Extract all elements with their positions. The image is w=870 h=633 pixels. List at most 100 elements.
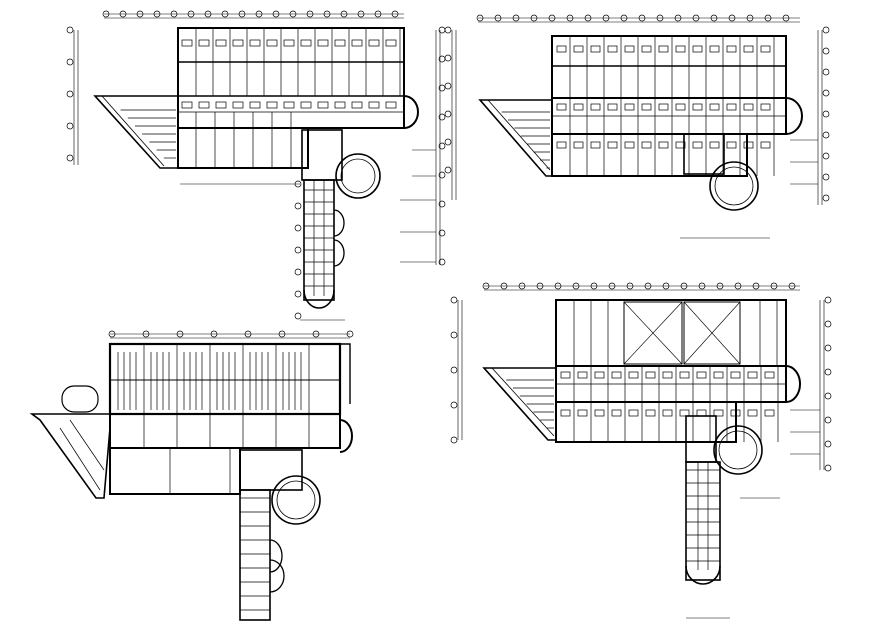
room-fixture (232, 101, 244, 109)
room-fixture (590, 141, 601, 149)
room-fixture (692, 45, 703, 53)
plan-top-right (444, 14, 830, 239)
room-fixture (556, 103, 567, 111)
room-fixture (713, 409, 724, 417)
grid-bubble (391, 10, 399, 18)
room-fixture (611, 371, 622, 379)
grid-bubble (294, 180, 302, 188)
grid-bubble (710, 14, 718, 22)
grid-bubble (187, 10, 195, 18)
room-fixture (232, 39, 244, 47)
room-fixture (215, 101, 227, 109)
room-fixture (283, 39, 295, 47)
room-fixture (726, 45, 737, 53)
room-fixture (692, 103, 703, 111)
room-fixture (760, 103, 771, 111)
grid-bubble (444, 138, 452, 146)
room-fixture (726, 141, 737, 149)
room-fixture (283, 101, 295, 109)
grid-bubble (312, 330, 320, 338)
room-fixture (181, 101, 193, 109)
room-fixture (368, 39, 380, 47)
plan-bottom-left (29, 330, 354, 621)
grid-bubble (822, 131, 830, 139)
room-fixture (611, 409, 622, 417)
grid-bubble (238, 10, 246, 18)
grid-bubble (438, 258, 446, 266)
room-fixture (641, 45, 652, 53)
room-fixture (573, 141, 584, 149)
grid-bubbles (450, 282, 832, 472)
grid-bubble (444, 54, 452, 62)
room-fixture (641, 141, 652, 149)
room-fixture (266, 101, 278, 109)
walls (29, 342, 353, 621)
grid-bubble (119, 10, 127, 18)
room-fixture (675, 103, 686, 111)
grid-bubble (306, 10, 314, 18)
room-fixture (334, 101, 346, 109)
grid-bubble (450, 436, 458, 444)
grid-bubble (518, 282, 526, 290)
room-fixture (624, 45, 635, 53)
room-fixture (709, 141, 720, 149)
room-fixture (760, 45, 771, 53)
grid-bubble (438, 113, 446, 121)
grid-bubble (680, 282, 688, 290)
room-fixture (215, 39, 227, 47)
room-fixture (560, 371, 571, 379)
grid-bubble (824, 368, 832, 376)
grid-bubble (108, 330, 116, 338)
room-fixture (317, 101, 329, 109)
room-fixture (607, 45, 618, 53)
grid-bubble (102, 10, 110, 18)
room-fixture (266, 39, 278, 47)
grid-bubble (698, 282, 706, 290)
room-fixture (628, 371, 639, 379)
grid-bubble (438, 142, 446, 150)
room-fixture (726, 103, 737, 111)
grid-bubble (323, 10, 331, 18)
room-fixture (696, 371, 707, 379)
grid-bubble (210, 330, 218, 338)
grid-bubble (346, 330, 354, 338)
room-fixture (560, 409, 571, 417)
wedge-hatch (59, 427, 101, 491)
room-fixture (198, 39, 210, 47)
room-fixture (747, 371, 758, 379)
grid-bubble (548, 14, 556, 22)
grid-bubble (221, 10, 229, 18)
grid-bubble (142, 330, 150, 338)
grid-bubble (822, 68, 830, 76)
room-fixture (573, 45, 584, 53)
room-fixture (351, 39, 363, 47)
room-fixture (645, 409, 656, 417)
grid-bubble (444, 110, 452, 118)
room-fixture (692, 141, 703, 149)
grid-bubble (170, 10, 178, 18)
grid-bubble (438, 171, 446, 179)
grid-bubble (444, 82, 452, 90)
grid-bubble (438, 229, 446, 237)
room-fixture (675, 141, 686, 149)
grid-bubble (620, 14, 628, 22)
room-fixture (709, 103, 720, 111)
room-fixture (624, 103, 635, 111)
room-partitions (501, 36, 775, 176)
grid-bubble (644, 282, 652, 290)
grid-bubble (66, 90, 74, 98)
walls (93, 27, 419, 309)
room-fixture (577, 409, 588, 417)
grid-bubble (572, 282, 580, 290)
grid-bubble (752, 282, 760, 290)
grid-bubble (66, 26, 74, 34)
grid-bubble (294, 312, 302, 320)
room-partitions (59, 344, 310, 611)
room-fixture (743, 141, 754, 149)
room-fixture (709, 45, 720, 53)
grid-bubble (450, 331, 458, 339)
grid-bubble (176, 330, 184, 338)
room-fixture (556, 141, 567, 149)
grid-bubbles (108, 330, 354, 338)
